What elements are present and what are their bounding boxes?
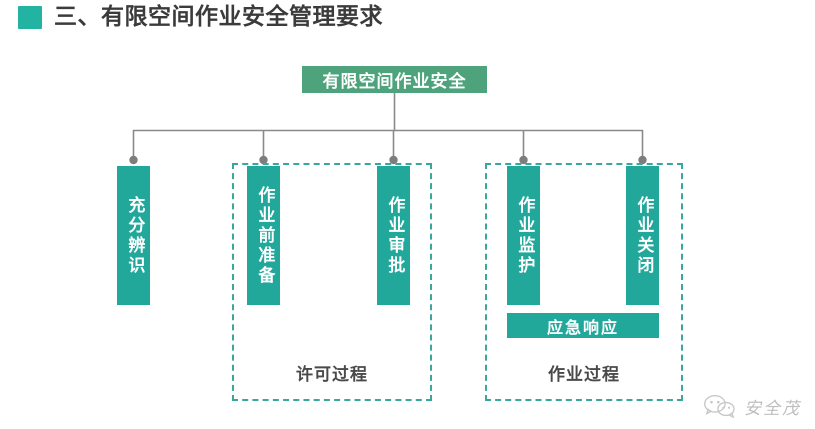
node-emergency-response[interactable]: 应急响应 <box>507 313 659 338</box>
group-box-permit <box>232 163 432 401</box>
page-title: 三、有限空间作业安全管理要求 <box>18 6 383 29</box>
node-work-supervision-label: 作业监护 <box>514 195 535 276</box>
page-title-text: 三、有限空间作业安全管理要求 <box>54 4 383 30</box>
node-work-closure-label: 作业关闭 <box>633 195 654 276</box>
root-node-label: 有限空间作业安全 <box>322 72 467 92</box>
node-identification[interactable]: 充分辨识 <box>117 166 150 305</box>
node-pre-work-preparation[interactable]: 作业前准备 <box>247 166 280 305</box>
group-box-operation <box>485 163 683 401</box>
watermark-text: 安全茂 <box>744 398 801 419</box>
node-pre-work-preparation-label: 作业前准备 <box>254 185 275 286</box>
watermark: 安全茂 <box>703 393 801 419</box>
node-identification-label: 充分辨识 <box>124 195 145 276</box>
bullet-square-icon <box>18 6 42 29</box>
node-work-closure[interactable]: 作业关闭 <box>626 166 659 305</box>
wechat-logo-icon <box>703 393 737 419</box>
node-work-supervision[interactable]: 作业监护 <box>507 166 540 305</box>
group-label-permit: 许可过程 <box>296 365 368 385</box>
group-label-operation: 作业过程 <box>548 365 620 385</box>
node-work-approval-label: 作业审批 <box>384 195 405 276</box>
node-emergency-response-label: 应急响应 <box>546 317 619 337</box>
root-node-confined-space-safety[interactable]: 有限空间作业安全 <box>302 66 487 93</box>
node-work-approval[interactable]: 作业审批 <box>377 166 410 305</box>
